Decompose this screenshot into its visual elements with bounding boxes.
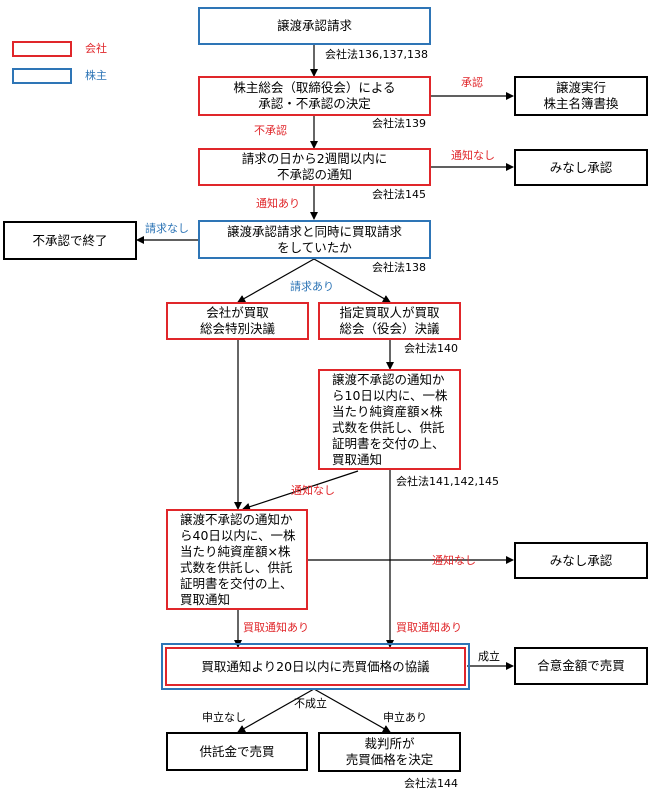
legend-company-swatch [12, 41, 72, 57]
label-no-notice-3: 通知なし [432, 554, 476, 567]
arrow-check-to-company [237, 258, 315, 303]
arrow-designated-deposit-no-notice [242, 470, 359, 511]
label-no-notice-2: 通知なし [291, 484, 335, 497]
node-deposit-sale: 供託金で売買 [166, 732, 308, 771]
node-price-negotiation-outer [161, 643, 470, 690]
ref-board-decision: 会社法139 [372, 117, 426, 130]
ref-court-price: 会社法144 [404, 777, 458, 790]
node-agreed-price-sale: 合意金額で売買 [514, 647, 648, 685]
node-court-price: 裁判所が 売買価格を決定 [318, 732, 461, 772]
label-petition: 申立あり [383, 711, 427, 724]
label-notice-given: 通知あり [256, 197, 300, 210]
node-board-decision: 株主総会（取締役会）による 承認・不承認の決定 [198, 76, 431, 116]
node-transfer-request: 譲渡承認請求 [198, 7, 431, 45]
node-company-deposit: 譲渡不承認の通知か ら40日以内に、一株 当たり純資産額×株 式数を供託し、供託… [166, 509, 308, 610]
ref-purchase-request-check: 会社法138 [372, 261, 426, 274]
legend-shareholder-label: 株主 [85, 69, 107, 82]
ref-designated-purchaser: 会社法140 [404, 342, 458, 355]
node-purchase-request-check: 譲渡承認請求と同時に買取請求 をしていたか [198, 220, 431, 259]
node-transfer-execution: 譲渡実行 株主名簿書換 [514, 76, 648, 116]
node-deemed-approval-1: みなし承認 [514, 149, 648, 186]
label-no-request: 請求なし [145, 222, 189, 235]
label-not-established: 不成立 [294, 697, 327, 710]
label-request-made: 請求あり [290, 280, 334, 293]
arrow-negotiation-to-court [313, 688, 391, 733]
arrow-negotiation-to-deposit-sale [237, 688, 315, 733]
ref-designated-deposit: 会社法141,142,145 [396, 475, 499, 488]
node-designated-purchaser: 指定買取人が買取 総会（役会）決議 [318, 302, 461, 340]
legend-shareholder-swatch [12, 68, 72, 84]
label-approved: 承認 [461, 76, 483, 89]
legend-company-label: 会社 [85, 42, 107, 55]
node-disapproval-notice: 請求の日から2週間以内に 不承認の通知 [198, 148, 431, 186]
node-company-purchase: 会社が買取 総会特別決議 [166, 302, 309, 340]
label-disapproved: 不承認 [254, 124, 287, 137]
node-end-disapproval: 不承認で終了 [3, 221, 137, 260]
arrow-check-to-designated [313, 258, 391, 303]
label-no-notice-1: 通知なし [451, 149, 495, 162]
ref-disapproval-notice: 会社法145 [372, 188, 426, 201]
node-designated-deposit: 譲渡不承認の通知か ら10日以内に、一株 当たり純資産額×株 式数を供託し、供託… [318, 369, 461, 470]
label-purchase-notice-2: 買取通知あり [396, 621, 462, 634]
label-established: 成立 [478, 650, 500, 663]
node-deemed-approval-2: みなし承認 [514, 542, 648, 579]
ref-transfer-request: 会社法136,137,138 [325, 48, 428, 61]
label-purchase-notice-1: 買取通知あり [243, 621, 309, 634]
label-no-petition: 申立なし [202, 711, 246, 724]
node-price-negotiation: 買取通知より20日以内に売買価格の協議 [165, 647, 466, 686]
